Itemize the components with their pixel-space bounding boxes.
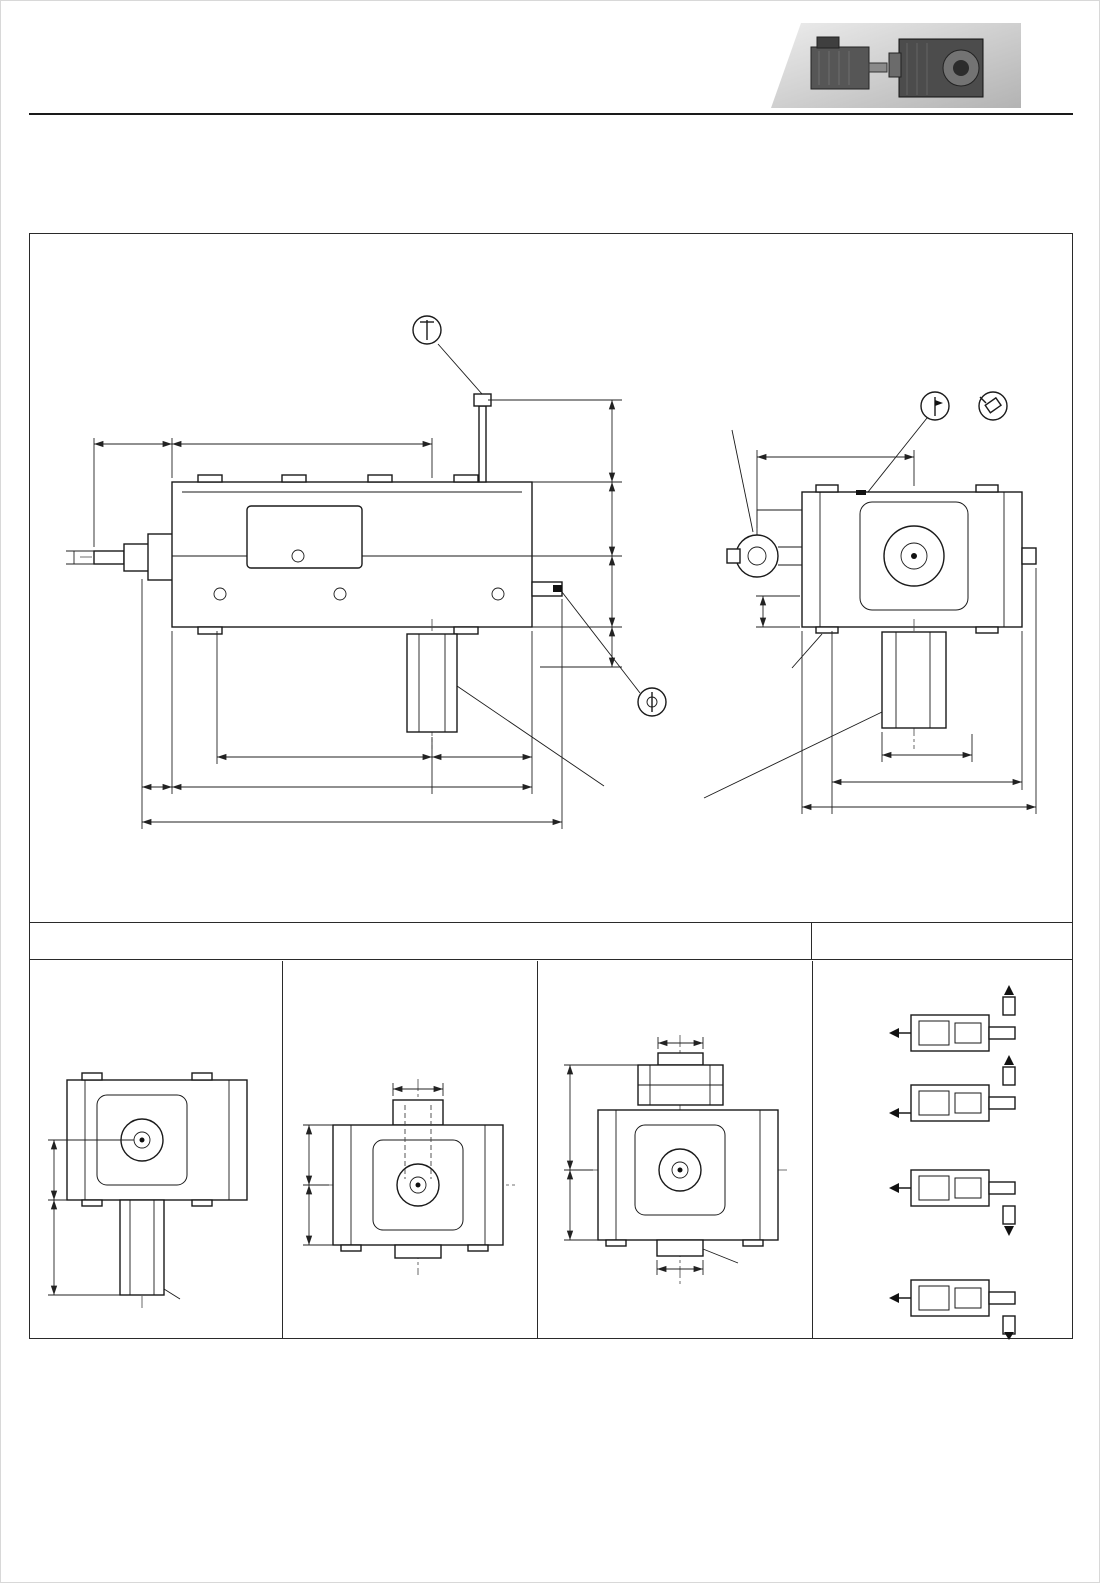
motor-pump — [726, 509, 802, 578]
hv-body — [323, 1078, 515, 1275]
design-option-d — [889, 1278, 1016, 1340]
design-diagrams — [889, 984, 1016, 1340]
sv-body — [66, 1071, 248, 1309]
variant-row — [30, 960, 1072, 1340]
front-view — [80, 343, 563, 749]
mtb4sv-drawing — [48, 1071, 248, 1309]
breather-plug-icon — [412, 315, 442, 345]
oil-plug-icon — [920, 391, 950, 421]
drain-plug-icon — [637, 687, 667, 717]
variant-mtb4hv — [282, 960, 537, 1338]
mtb4hv-drawing — [303, 1078, 515, 1275]
gearbox-photos — [771, 23, 1021, 108]
output-callout — [456, 685, 883, 799]
gearbox-photo-1 — [810, 36, 888, 90]
mtb4dv-drawing — [564, 1034, 790, 1285]
drain-leader — [561, 591, 641, 694]
plug-leader — [867, 417, 928, 493]
front-dimensions — [66, 399, 622, 829]
main-table — [29, 233, 1073, 1340]
gearbox-dimension-drawing — [66, 315, 1037, 829]
design-column — [812, 960, 1072, 1340]
design-option-a — [889, 984, 1016, 1052]
main-drawing-area — [30, 234, 1072, 923]
variant-mtb4dv — [537, 960, 812, 1338]
oil-can-icon — [978, 391, 1008, 421]
header-rule — [29, 113, 1073, 115]
hv-dimensions — [303, 1082, 444, 1246]
dv-body — [586, 1034, 790, 1285]
gearbox-photo-2 — [888, 38, 984, 98]
output-header — [30, 923, 812, 959]
variant-mtb4sv — [30, 961, 282, 1338]
dv-dimensions — [564, 1036, 739, 1275]
design-option-c — [889, 1168, 1016, 1236]
side-dimensions — [731, 429, 1037, 814]
output-design-header — [30, 923, 1072, 960]
design-header — [812, 923, 1072, 959]
sv-dimensions — [48, 1139, 181, 1299]
side-view — [801, 484, 1037, 749]
design-option-b — [889, 1054, 1016, 1122]
